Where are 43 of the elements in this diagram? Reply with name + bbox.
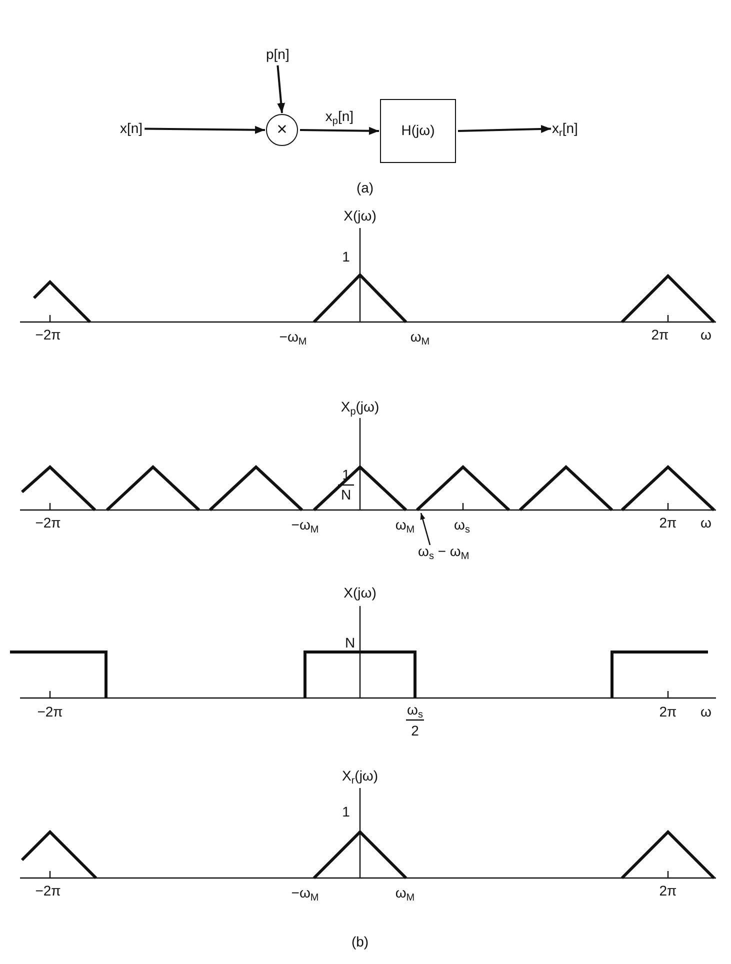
axis-label: N	[344, 635, 356, 651]
arrow	[458, 124, 552, 133]
axis-label: ω$_{M}$	[395, 517, 415, 533]
arrow	[276, 65, 286, 114]
axis-label: N	[340, 487, 352, 503]
axis-label: −2π	[37, 704, 63, 720]
axis-label: 1	[342, 804, 350, 820]
axis-label: ω	[700, 704, 712, 720]
leader-line	[420, 512, 431, 546]
axis-label: −2π	[35, 883, 61, 899]
signal-label: x$_{r}$[n]	[552, 121, 578, 136]
panel-caption: (a)	[356, 180, 374, 196]
axis-label: 2π	[659, 704, 677, 720]
axis-label: X$_{r}$(jω)	[342, 768, 378, 784]
axis-label: −2π	[35, 327, 61, 343]
axis-label: 1	[342, 249, 350, 265]
axis-label: −2π	[35, 515, 61, 531]
edge-label: x$_{p}$[n]	[323, 108, 356, 124]
axis-label: X(jω)	[344, 585, 376, 601]
spectrum-plot-drawing	[20, 418, 716, 512]
axis-label: −ω$_{M}$	[279, 329, 307, 345]
axis-label: −ω$_{M}$	[291, 517, 319, 533]
axis-label: ω$_{s}$	[407, 702, 423, 718]
multiplier-circle: ×	[266, 114, 298, 146]
annotation-label: ω$_{s}$ − ω$_{M}$	[418, 544, 470, 560]
axis-label: ω	[700, 327, 712, 343]
signal-label: p[n]	[266, 47, 290, 62]
axis-label: 2π	[659, 883, 677, 899]
axis-label: X$_{p}$(jω)	[340, 399, 380, 415]
arrow	[144, 126, 266, 134]
axis-label: 2	[411, 723, 419, 739]
axis-label: 2π	[659, 515, 677, 531]
axis-label: ω$_{M}$	[410, 329, 430, 345]
filter-box: H(jω)	[380, 99, 456, 163]
panel-caption: (b)	[351, 934, 369, 950]
signal-label: x[n]	[120, 121, 143, 136]
axis-label: ω	[700, 515, 712, 531]
axis-label: −ω$_{M}$	[291, 885, 319, 901]
axis-label: ω$_{M}$	[395, 885, 415, 901]
axis-label: ω$_{s}$	[454, 517, 470, 533]
arrow	[300, 126, 380, 135]
axis-label: 2π	[651, 327, 669, 343]
axis-label: X(jω)	[344, 208, 376, 224]
